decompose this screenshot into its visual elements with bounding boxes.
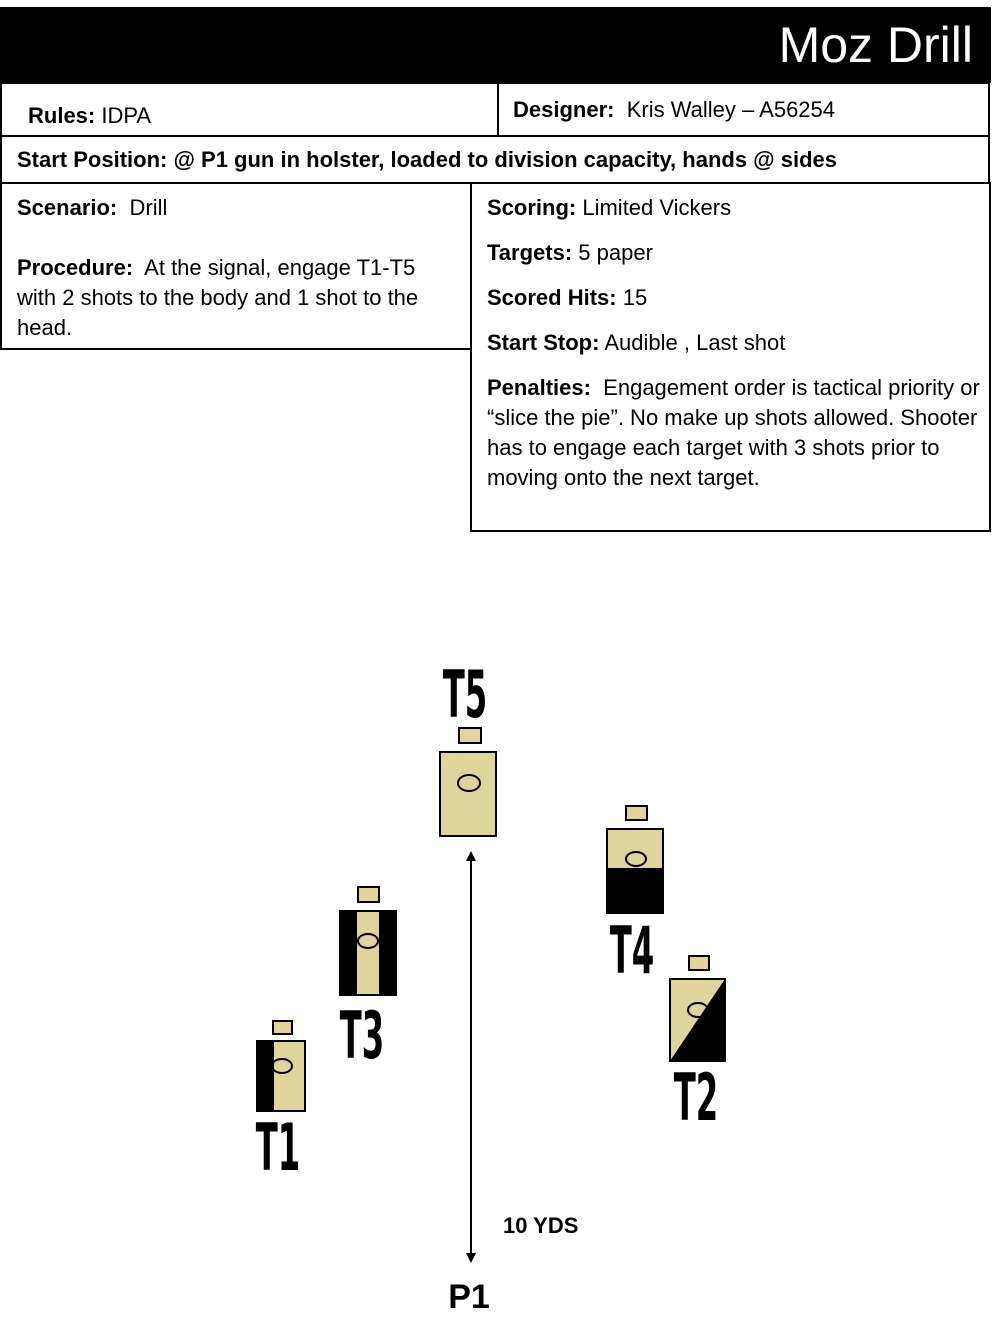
targets-label: Targets: [487, 240, 573, 265]
target-label-t1: T1 [256, 1112, 301, 1187]
position-label-p1: P1 [448, 1278, 490, 1316]
rules-text: Rules: IDPA [28, 102, 151, 130]
rules-value: IDPA [101, 103, 152, 128]
targets-text: Targets: 5 paper [487, 238, 653, 268]
rules-label: Rules: [28, 103, 96, 128]
penalties-value: Engagement order is tactical priority or… [487, 375, 980, 490]
start-stop-label: Start Stop: [487, 330, 600, 355]
scenario-box: Scenario: Drill Procedure: At the signal… [0, 182, 472, 350]
scored-hits-label: Scored Hits: [487, 285, 617, 310]
designer-cell: Designer: Kris Walley – A56254 [497, 82, 990, 137]
stage-diagram: T5 T4 T3 T2 T1 10 YDS P1 [256, 659, 726, 1316]
scoring-label: Scoring: [487, 195, 577, 220]
procedure-text: Procedure: At the signal, engage T1-T5 w… [17, 253, 457, 343]
rules-cell: Rules: IDPA [0, 82, 499, 137]
procedure-label: Procedure: [17, 255, 134, 280]
target-label-t2: T2 [674, 1062, 719, 1137]
designer-value: Kris Walley – A56254 [626, 97, 836, 122]
penalties-text: Penalties: Engagement order is tactical … [487, 373, 982, 493]
target-t5 [439, 727, 497, 837]
scenario-label: Scenario: [17, 195, 118, 220]
target-t4 [606, 805, 664, 914]
scoring-text: Scoring: Limited Vickers [487, 193, 731, 223]
target-label-t5: T5 [443, 659, 488, 734]
start-position-text: Start Position: @ P1 gun in holster, loa… [17, 146, 837, 174]
page-title: Moz Drill [778, 17, 973, 73]
title-bar: Moz Drill [0, 7, 991, 83]
start-position-label: Start Position: [17, 147, 168, 172]
target-label-t3: T3 [340, 1000, 385, 1075]
penalties-label: Penalties: [487, 375, 591, 400]
start-position-value: @ P1 gun in holster, loaded to division … [173, 147, 837, 172]
distance-label: 10 YDS [503, 1213, 578, 1238]
scoring-value: Limited Vickers [582, 195, 732, 220]
start-stop-text: Start Stop: Audible , Last shot [487, 328, 785, 358]
scored-hits-text: Scored Hits: 15 [487, 283, 647, 313]
scoring-box: Scoring: Limited Vickers Targets: 5 pape… [470, 182, 991, 532]
target-t2 [669, 955, 726, 1062]
target-t3 [339, 886, 397, 996]
targets-value: 5 paper [578, 240, 653, 265]
scenario-text: Scenario: Drill [17, 193, 457, 223]
procedure-value: At the signal, engage T1-T5 with 2 shots… [17, 255, 419, 340]
start-position-cell: Start Position: @ P1 gun in holster, loa… [0, 135, 990, 184]
designer-label: Designer: [513, 97, 615, 122]
start-stop-value: Audible , Last shot [604, 330, 786, 355]
designer-text: Designer: Kris Walley – A56254 [513, 96, 835, 124]
scored-hits-value: 15 [622, 285, 648, 310]
scenario-value: Drill [129, 195, 168, 220]
target-label-t4: T4 [610, 915, 655, 990]
target-t1 [256, 1020, 306, 1112]
